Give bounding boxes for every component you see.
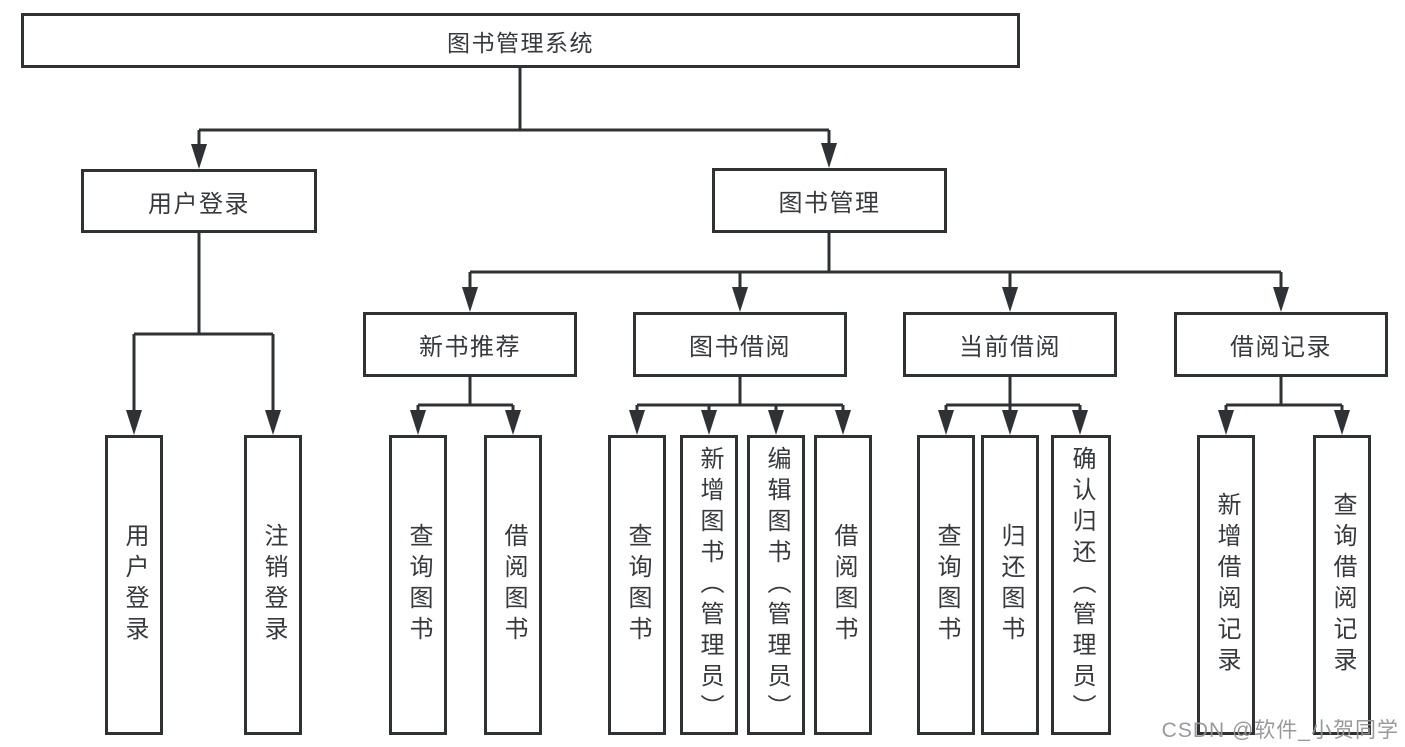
node-label: 图书管理 [778,190,881,217]
leaf-borrow-books-recommend: 借阅图书 [484,435,542,735]
node-label: 新增借阅记录 [1213,492,1240,678]
node-label: 借阅图书 [500,523,527,647]
node-label: 编辑图书（管理员） [763,445,790,725]
node-label: 新书推荐 [419,334,521,361]
node-user-login: 用户登录 [81,169,317,233]
node-label: 用户登录 [148,190,250,218]
node-label: 当前借阅 [959,334,1061,361]
node-label: 查询图书 [933,523,960,647]
node-label: 用户登录 [121,523,148,647]
leaf-borrow-books: 借阅图书 [814,435,872,735]
leaf-confirm-return-admin: 确认归还（管理员） [1051,435,1111,735]
node-label: 查询图书 [624,523,651,647]
node-label: 新增图书（管理员） [696,445,723,725]
leaf-query-borrow-record: 查询借阅记录 [1313,435,1371,735]
node-current-borrowing: 当前借阅 [903,312,1117,377]
node-system-root: 图书管理系统 [21,13,1020,68]
node-label: 确认归还（管理员） [1068,445,1095,725]
leaf-add-books-admin: 新增图书（管理员） [680,435,738,735]
node-label: 图书管理系统 [447,29,594,56]
leaf-add-borrow-record: 新增借阅记录 [1197,435,1255,735]
leaf-query-books-borrow: 查询图书 [608,435,666,735]
arrowheads [126,143,1350,435]
leaf-user-login: 用户登录 [105,435,163,735]
node-label: 查询借阅记录 [1329,492,1356,678]
leaf-return-books: 归还图书 [981,435,1039,735]
node-label: 借阅记录 [1230,334,1332,361]
node-label: 查询图书 [405,523,432,647]
node-label: 借阅图书 [830,523,857,647]
node-book-borrowing: 图书借阅 [633,312,847,377]
leaf-query-books-recommend: 查询图书 [389,435,447,735]
node-borrowing-records: 借阅记录 [1174,312,1388,377]
leaf-edit-books-admin: 编辑图书（管理员） [747,435,805,735]
node-new-book-recommendation: 新书推荐 [363,312,577,377]
leaf-logout: 注销登录 [244,435,302,735]
node-label: 图书借阅 [689,334,791,361]
csdn-watermark: CSDN @软件_小贺同学 [1161,719,1399,742]
node-label: 归还图书 [997,523,1024,647]
leaf-query-books-current: 查询图书 [917,435,975,735]
node-book-management: 图书管理 [712,168,947,233]
node-label: 注销登录 [260,523,287,647]
